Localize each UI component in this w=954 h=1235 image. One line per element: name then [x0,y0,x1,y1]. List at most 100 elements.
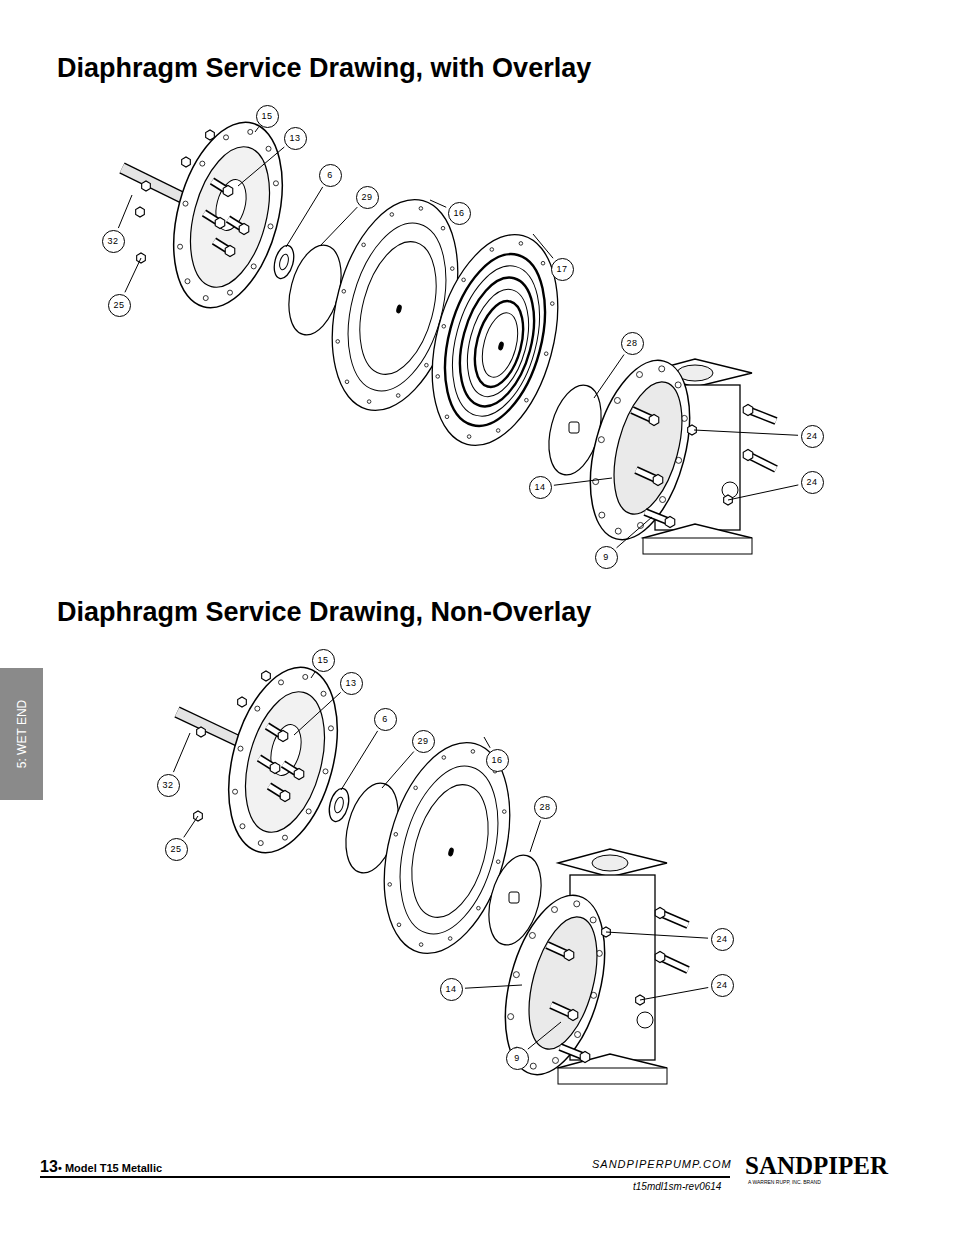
callout-text: 25 [170,845,181,854]
page-number: 13 [40,1158,58,1176]
callout-number: 25 [108,294,131,317]
hex-nut [239,224,249,235]
bolt-hole [467,435,471,439]
callout-text: 17 [556,265,567,274]
callout-number: 24 [801,425,824,448]
callout-number: 13 [284,127,307,150]
hex-nut [743,450,753,461]
callout-number: 6 [374,708,397,731]
hex-nut [136,207,145,217]
bolt-hole [496,860,500,864]
hex-nut [225,246,235,257]
bolt-hole [396,394,400,398]
bolt-hole [496,429,500,433]
model-name: • Model T15 Metallic [58,1162,162,1174]
diaphragm [399,776,502,925]
bolt-hole [323,769,328,774]
bolt-hole [258,841,263,846]
callout-number: 17 [551,258,574,281]
bolt-hole [397,923,401,927]
bolt-hole [614,397,620,403]
callout-text: 32 [107,237,118,246]
bolt-hole [268,224,273,229]
callout-number: 28 [621,332,644,355]
hex-nut [238,697,247,707]
overlay-ring [437,256,554,425]
hex-nut [182,157,191,167]
bolt-hole [321,691,326,696]
bolt-hole [303,674,308,679]
hex-nut [215,218,225,229]
hex-nut [665,517,675,528]
callout-text: 14 [534,483,545,492]
bolt-hole [448,937,452,941]
leader-line [294,692,341,735]
bolt-hole [598,437,604,443]
hex-nut [655,908,665,919]
leader-line [286,187,323,247]
callout-number: 29 [412,730,435,753]
leader-line [484,737,490,748]
callout-number: 15 [256,105,279,128]
bolt-hole [183,201,188,206]
bolt-hole [240,824,245,829]
leader-line [728,485,798,500]
callout-text: 9 [603,553,609,562]
section-tab-text: 5: WET END [15,700,29,768]
hex-nut [280,791,290,802]
bolt-hole [552,1057,558,1063]
callout-text: 15 [261,112,272,121]
bolt-hole [529,932,535,938]
bolt-hole [185,279,190,284]
callout-number: 16 [448,202,471,225]
callout-text: 16 [491,756,502,765]
bolt-hole [502,810,506,814]
leader-line [184,816,198,837]
leader-line [554,478,612,485]
bolt-hole [541,261,545,265]
callout-text: 24 [716,981,727,990]
bolt-hole [575,1032,581,1038]
hex-nut [743,405,753,416]
callout-number: 25 [165,838,188,861]
hex-nut [649,415,659,426]
leader-line [341,731,378,790]
bolt-hole [362,243,366,247]
callout-text: 6 [327,171,333,180]
exploded-view [177,655,688,1085]
callout-text: 14 [445,985,456,994]
hex-nut [197,727,206,737]
callout-text: 24 [716,935,727,944]
callout-number: 32 [157,774,180,797]
bolt-hole [367,400,371,404]
manifold-flange [643,538,752,554]
bolt-hole [530,1063,536,1069]
bolt-hole [590,917,596,923]
document-code: t15mdl1sm-rev0614 [633,1181,721,1192]
callout-number: 9 [506,1047,529,1070]
bolt-hole [450,267,454,271]
outer-plate [210,655,356,864]
bolt-hole [282,835,287,840]
leader-line [311,672,315,678]
hex-nut [653,475,663,486]
bolt-hole [178,244,183,249]
port [592,855,628,871]
callout-number: 24 [801,471,824,494]
callout-text: 9 [514,1054,520,1063]
callout-text: 24 [806,478,817,487]
footer-rule [40,1176,730,1178]
bolt-hole [436,375,440,379]
hex-nut [278,731,288,742]
bolt-hole [442,756,446,760]
bolt-hole [552,907,558,913]
bolt-hole [224,135,229,140]
bolt-hole [345,380,349,384]
callout-number: 32 [102,230,125,253]
hex-nut [270,763,280,774]
hex-nut [262,671,271,681]
overlay-diaphragm [498,342,504,351]
bolt-hole [675,382,681,388]
callout-number: 24 [711,974,734,997]
leader-line [640,988,708,1000]
